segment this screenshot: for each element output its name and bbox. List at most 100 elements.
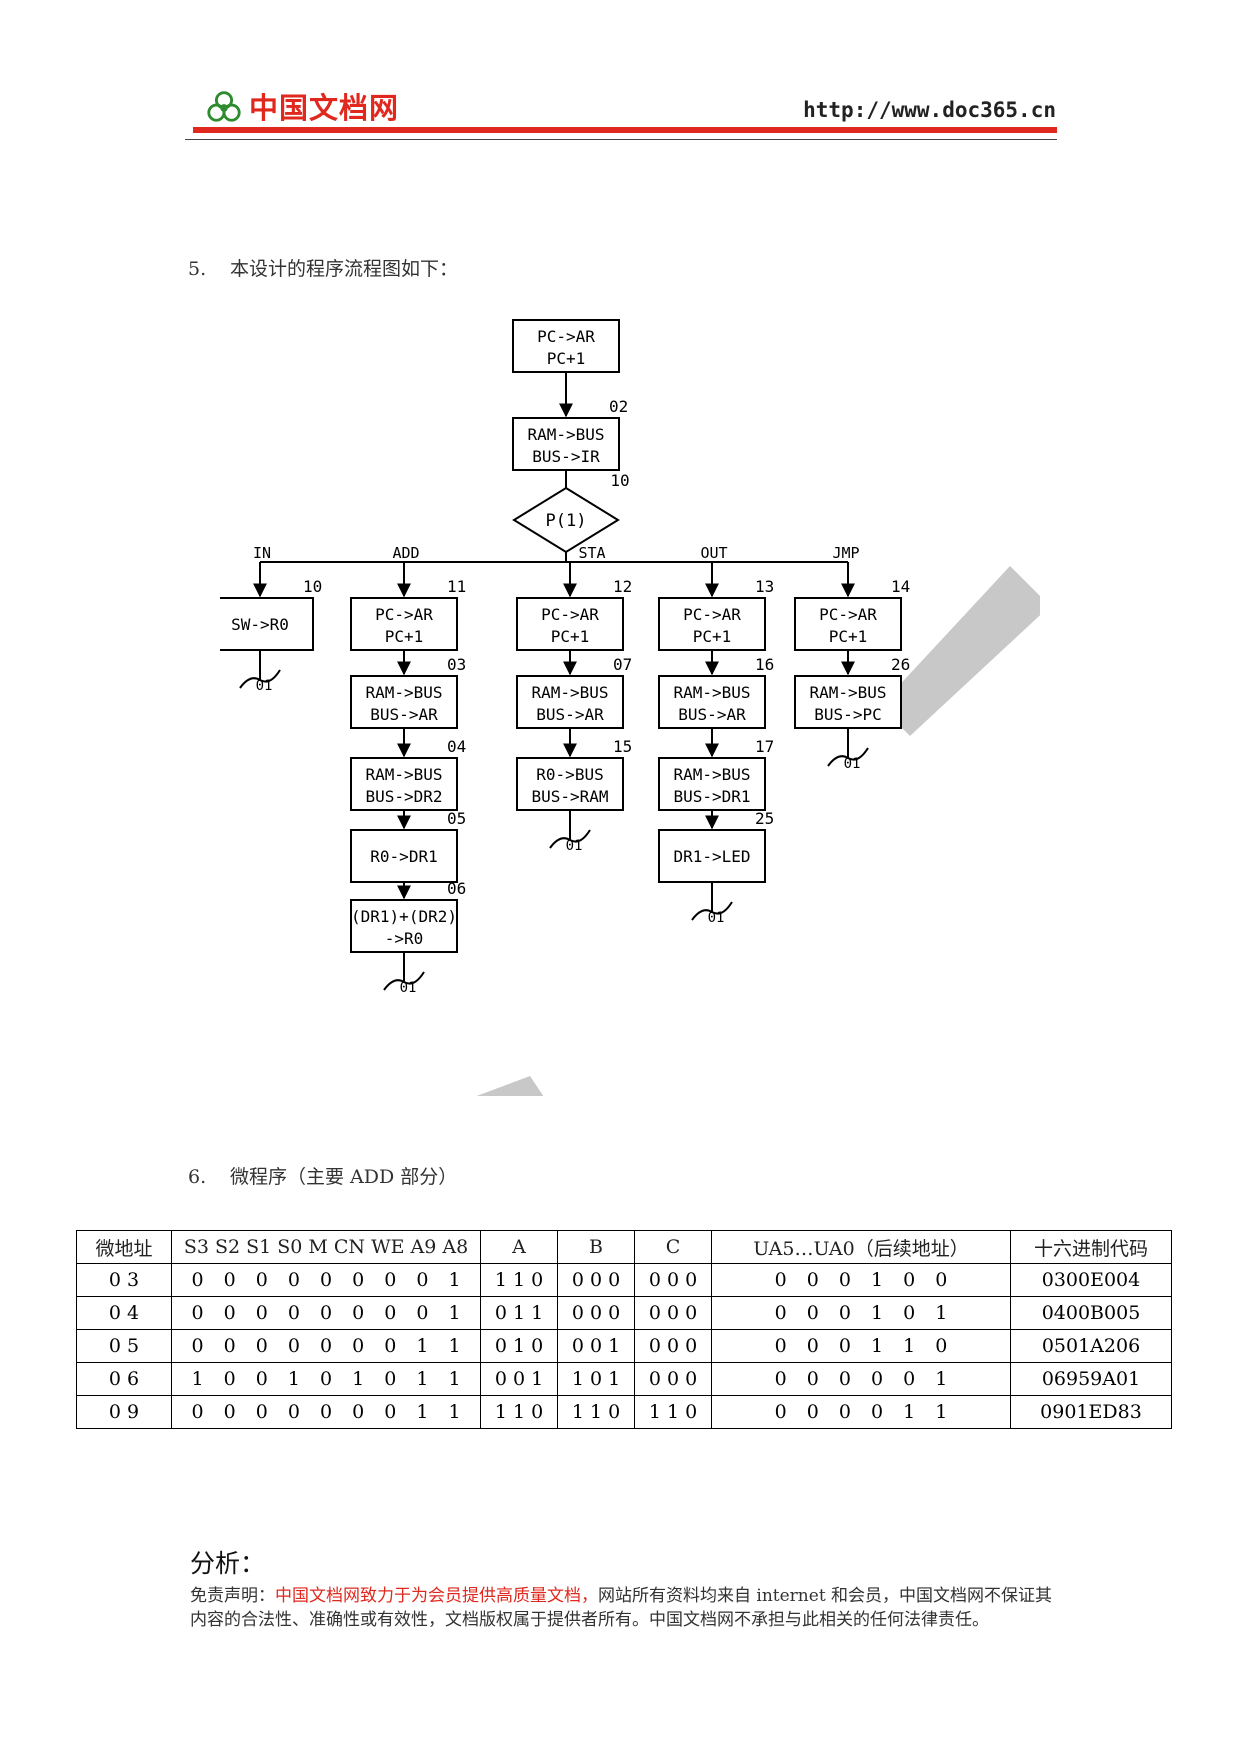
- sta-node-07-address: 07: [613, 655, 632, 674]
- b-field-cell: 0 0 0: [557, 1296, 635, 1330]
- next-address-cell: 0 0 0 1 0 1: [711, 1296, 1011, 1330]
- c-field-cell: 1 1 0: [634, 1395, 712, 1429]
- micro-address-cell: 0 5: [76, 1329, 172, 1363]
- add-node-11-box: [350, 597, 458, 651]
- control-bits-cell: 1 0 0 1 0 1 0 1 1: [171, 1362, 481, 1396]
- col-header-control-bits: S3 S2 S1 S0 M CN WE A9 A8: [171, 1230, 481, 1264]
- sta-node-15-line1: R0->BUS: [536, 765, 603, 784]
- node-02-box: [512, 417, 620, 471]
- b-field-cell: 1 1 0: [557, 1395, 635, 1429]
- jmp-node-14-box: [794, 597, 902, 651]
- out-node-13-box: [658, 597, 766, 651]
- add-node-11-line2: PC+1: [385, 627, 424, 646]
- section-5-heading: 5.本设计的程序流程图如下：: [188, 254, 458, 281]
- a-field-cell: 1 1 0: [480, 1395, 558, 1429]
- out-node-17-box: [658, 757, 766, 811]
- micro-address-cell: 0 9: [76, 1395, 172, 1429]
- out-node-13-line2: PC+1: [693, 627, 732, 646]
- out-return-connector: [691, 901, 733, 921]
- jmp-return-label: 01: [844, 756, 861, 772]
- col-header-a: A: [480, 1230, 558, 1264]
- branch-label-out: OUT: [700, 544, 727, 562]
- header-black-rule: [185, 139, 1057, 140]
- flowchart-canvas: 01PC->ARPC+102RAM->BUSBUS->IRP(1)10INADD…: [206, 299, 1050, 1176]
- section-5-title: 本设计的程序流程图如下：: [230, 258, 459, 280]
- analysis-heading: 分析：: [190, 1549, 266, 1578]
- jmp-node-14-line2: PC+1: [829, 627, 868, 646]
- decision-address: 10: [610, 471, 629, 490]
- branch-label-in: IN: [253, 544, 271, 562]
- in-return-connector: [239, 669, 281, 689]
- node-02-line1: RAM->BUS: [527, 425, 604, 444]
- out-node-16-address: 16: [755, 655, 774, 674]
- hex-code-cell: 0400B005: [1010, 1296, 1172, 1330]
- sta-node-15-line2: BUS->RAM: [531, 787, 608, 806]
- disclaimer: 免责声明：中国文档网致力于为会员提供高质量文档，网站所有资料均来自 intern…: [190, 1584, 1060, 1632]
- control-bits-cell: 0 0 0 0 0 0 0 1 1: [171, 1395, 481, 1429]
- site-url[interactable]: http://www.doc365.cn: [803, 98, 1056, 122]
- add-node-06-box: [350, 899, 458, 953]
- a-field-cell: 0 0 1: [480, 1362, 558, 1396]
- header-red-rule: [193, 127, 1057, 133]
- next-address-cell: 0 0 0 0 0 1: [711, 1362, 1011, 1396]
- next-address-cell: 0 0 0 1 1 0: [711, 1329, 1011, 1363]
- add-node-03-box: [350, 675, 458, 729]
- sta-node-15-address: 15: [613, 737, 632, 756]
- col-header-micro-address: 微地址: [76, 1230, 172, 1264]
- jmp-return-connector: [827, 747, 869, 767]
- out-node-17-line1: RAM->BUS: [673, 765, 750, 784]
- branch-label-add: ADD: [392, 544, 419, 562]
- c-field-cell: 0 0 0: [634, 1329, 712, 1363]
- sta-node-07-box: [516, 675, 624, 729]
- hex-code-cell: 0300E004: [1010, 1263, 1172, 1297]
- micro-address-cell: 0 4: [76, 1296, 172, 1330]
- add-node-11-address: 11: [447, 577, 466, 596]
- add-node-05-box: [350, 829, 458, 883]
- add-return-label: 01: [400, 980, 417, 996]
- jmp-node-26-line2: BUS->PC: [814, 705, 881, 724]
- micro-address-cell: 0 3: [76, 1263, 172, 1297]
- col-header-c: C: [634, 1230, 712, 1264]
- out-node-25-address: 25: [755, 809, 774, 828]
- out-node-13-line1: PC->AR: [683, 605, 741, 624]
- add-node-06-line1: (DR1)+(DR2): [351, 907, 457, 926]
- b-field-cell: 0 0 0: [557, 1263, 635, 1297]
- add-node-03-line1: RAM->BUS: [365, 683, 442, 702]
- col-header-next-address: UA5…UA0（后续地址）: [711, 1230, 1011, 1264]
- in-return-label: 01: [256, 678, 273, 694]
- in-node-10-line1: SW->R0: [231, 615, 289, 634]
- add-node-05-address: 05: [447, 809, 466, 828]
- out-node-25-line1: DR1->LED: [673, 847, 750, 866]
- c-field-cell: 0 0 0: [634, 1296, 712, 1330]
- logo-text: 中国文档网: [249, 91, 400, 125]
- next-address-cell: 0 0 0 1 0 0: [711, 1263, 1011, 1297]
- disclaimer-highlight: 中国文档网致力于为会员提供高质量文档，: [275, 1586, 598, 1606]
- hex-code-cell: 0901ED83: [1010, 1395, 1172, 1429]
- b-field-cell: 1 0 1: [557, 1362, 635, 1396]
- add-node-03-line2: BUS->AR: [370, 705, 438, 724]
- disclaimer-body: 网站所有资料均来自 internet 和会员，中国文档网不保证其内容的合法性、准…: [190, 1586, 1053, 1630]
- control-bits-cell: 0 0 0 0 0 0 0 0 1: [171, 1296, 481, 1330]
- disclaimer-prefix: 免责声明：: [190, 1586, 275, 1606]
- a-field-cell: 1 1 0: [480, 1263, 558, 1297]
- node-01-line2: PC+1: [547, 349, 586, 368]
- out-node-13-address: 13: [755, 577, 774, 596]
- add-node-11-line1: PC->AR: [375, 605, 433, 624]
- sta-node-12-address: 12: [613, 577, 632, 596]
- c-field-cell: 0 0 0: [634, 1362, 712, 1396]
- sta-node-07-line2: BUS->AR: [536, 705, 604, 724]
- add-node-04-box: [350, 757, 458, 811]
- section-6-number: 6.: [188, 1166, 207, 1188]
- jmp-node-14-line1: PC->AR: [819, 605, 877, 624]
- out-node-16-line1: RAM->BUS: [673, 683, 750, 702]
- section-6-title: 微程序（主要 ADD 部分）: [230, 1166, 458, 1188]
- sta-node-12-line1: PC->AR: [541, 605, 599, 624]
- out-node-17-line2: BUS->DR1: [673, 787, 750, 806]
- sta-return-connector: [549, 829, 591, 849]
- program-flowchart: 01PC->ARPC+102RAM->BUSBUS->IRP(1)10INADD…: [206, 299, 1050, 1176]
- site-logo[interactable]: 中国文档网: [205, 86, 399, 126]
